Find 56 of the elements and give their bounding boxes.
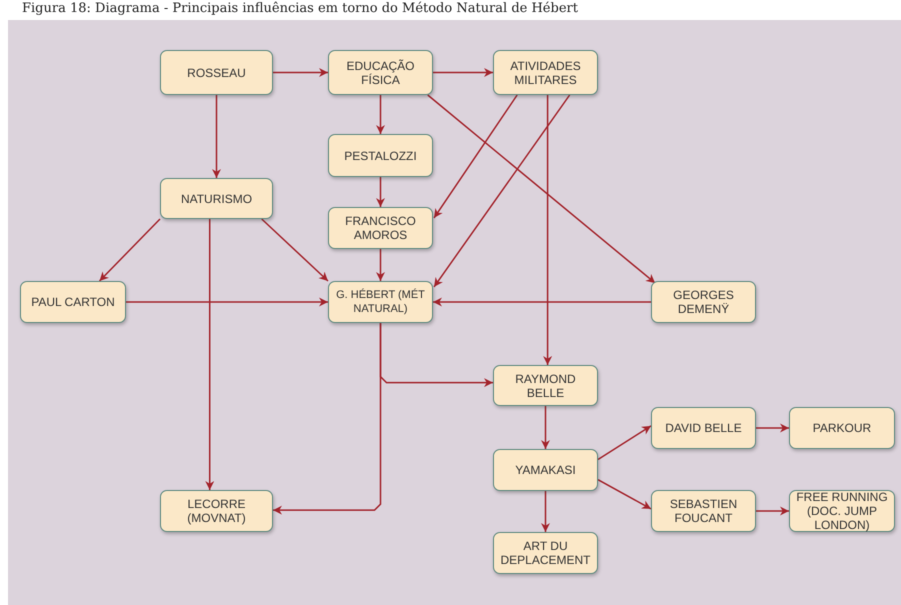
arrow (543, 95, 552, 365)
node-label: PAUL CARTON (31, 295, 115, 309)
node-label: FRANCISCO AMOROS (344, 214, 417, 242)
arrow (205, 219, 214, 490)
node-label: PARKOUR (812, 421, 872, 435)
node-label: LECORRE (MOVNAT) (186, 497, 247, 525)
node-label: RAYMOND BELLE (514, 372, 577, 400)
process-box (328, 281, 433, 323)
process-box (160, 178, 273, 219)
node-label: FREE RUNNING (DOC. JUMP LONDON) (795, 490, 889, 532)
node-label: GEORGES DEMENŸ (672, 288, 735, 316)
node-label: ROSSEAU (187, 66, 246, 80)
node-label: SEBASTIEN FOUCANT (668, 497, 738, 525)
arrow (541, 406, 550, 449)
arrow (598, 479, 652, 510)
process-box (651, 407, 756, 449)
process-box (328, 207, 433, 249)
node-label: NATURISMO (180, 192, 252, 206)
arrow (273, 68, 328, 77)
node-label: EDUCAÇÃO FÍSICA (345, 58, 416, 86)
process-box (651, 281, 756, 323)
process-box (651, 490, 756, 532)
process-box (493, 365, 598, 406)
arrow (433, 94, 570, 288)
arrow (433, 68, 493, 77)
arrow (376, 177, 385, 207)
process-box (20, 281, 126, 323)
process-box (328, 50, 433, 95)
arrow (433, 94, 518, 218)
node-label: YAMAKASI (515, 463, 576, 477)
process-box (160, 50, 273, 95)
process-box (493, 532, 598, 574)
arrow (376, 249, 385, 281)
arrow (756, 424, 789, 432)
arrow (433, 298, 651, 306)
arrow (98, 218, 161, 282)
process-box (160, 490, 273, 532)
node-label: ATIVIDADES MILITARES (509, 58, 582, 86)
arrow (541, 491, 550, 532)
figure-title: Figura 18: Diagrama - Principais influências em torno do Método Natural de Hébert (22, 1, 578, 16)
arrow (212, 95, 221, 178)
arrow (273, 323, 382, 515)
node-label: ART DU DEPLACEMENT (499, 539, 592, 567)
node-label: DAVID BELLE (665, 421, 742, 435)
process-box (789, 407, 895, 449)
node-label: G. HÉBERT (MÉT NATURAL) (335, 288, 426, 316)
process-box (493, 449, 598, 491)
arrow (756, 506, 789, 516)
process-box (328, 134, 433, 177)
arrow (427, 94, 656, 284)
arrow (261, 218, 329, 282)
arrow (376, 95, 385, 134)
arrow (126, 298, 328, 306)
node-label: PESTALOZZI (344, 148, 417, 162)
process-box (493, 50, 598, 95)
arrow (598, 425, 652, 460)
